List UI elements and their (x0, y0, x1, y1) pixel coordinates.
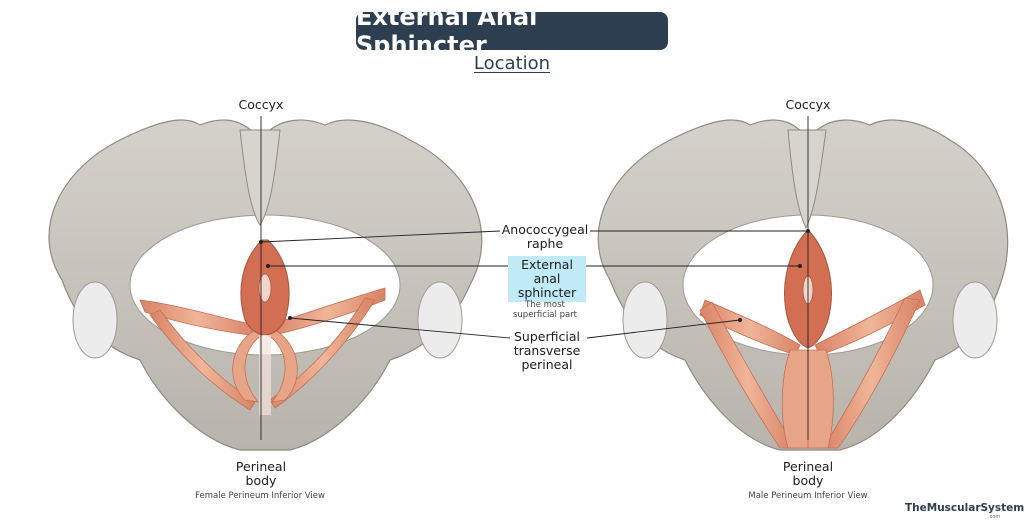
label-superficial-transverse-perineal: Superficial transverse perineal (502, 330, 592, 372)
female-bulbospongiosus-left (149, 309, 256, 411)
dot-eas-left (266, 264, 270, 268)
female-anal-opening (258, 273, 272, 303)
leader-lines (260, 116, 809, 440)
label-perineal-female-line1: Perineal (235, 459, 287, 474)
label-eas-line3: sphincter (517, 285, 577, 300)
label-anococcygeal-line2: raphe (526, 236, 564, 251)
caption-female: Female Perineum Inferior View (195, 491, 325, 501)
male-sacrum (787, 129, 827, 230)
label-eas-note-line2: superficial part (512, 310, 578, 320)
label-perineal-male-line2: body (792, 473, 824, 488)
dot-anococcygeal-right (806, 229, 810, 233)
leader-stp-right (586, 319, 741, 339)
label-perineal-body-male: Perineal body (772, 460, 844, 488)
caption-male: Male Perineum Inferior View (748, 491, 868, 501)
leader-stp-left (289, 317, 511, 339)
label-eas-note: The most superficial part (500, 300, 590, 320)
label-eas-line2: anal (533, 271, 561, 286)
label-stp-line1: Superficial (514, 329, 580, 344)
dot-stp-right (738, 318, 742, 322)
female-pelvis (48, 119, 483, 451)
label-coccyx-female: Coccyx (238, 97, 284, 112)
label-anococcygeal-raphe: Anococcygeal raphe (495, 223, 595, 251)
label-anococcygeal-line1: Anococcygeal (501, 222, 589, 237)
label-perineal-female-line2: body (245, 473, 277, 488)
brand-logo-suffix: .com (988, 514, 1001, 520)
label-external-anal-sphincter: External anal sphincter (508, 256, 586, 302)
female-sacrum (239, 129, 281, 226)
label-stp-line3: perineal (521, 357, 573, 372)
male-obturator-left (622, 281, 668, 359)
female-perineal-body-strip (259, 335, 271, 415)
label-eas-line1: External (521, 257, 573, 272)
label-eas-note-line1: The most (525, 300, 565, 310)
leader-dots (259, 229, 810, 322)
brand-logo: TheMuscularSystem (905, 502, 1024, 514)
male-pelvis (597, 119, 1009, 451)
label-perineal-male-line1: Perineal (782, 459, 834, 474)
label-perineal-body-female: Perineal body (225, 460, 297, 488)
page-subtitle: Location (473, 53, 551, 74)
female-obturator-left (72, 281, 118, 359)
dot-eas-right (798, 264, 802, 268)
dot-anococcygeal-left (259, 240, 263, 244)
label-stp-line2: transverse (513, 343, 581, 358)
female-vaginal-muscle-left (232, 329, 263, 403)
male-obturator-right (952, 281, 998, 359)
label-coccyx-male: Coccyx (785, 97, 831, 112)
dot-stp-left (288, 316, 292, 320)
female-vaginal-muscle-right (267, 329, 298, 403)
female-obturator-right (417, 281, 463, 359)
leader-anococcygeal-left (260, 230, 501, 243)
